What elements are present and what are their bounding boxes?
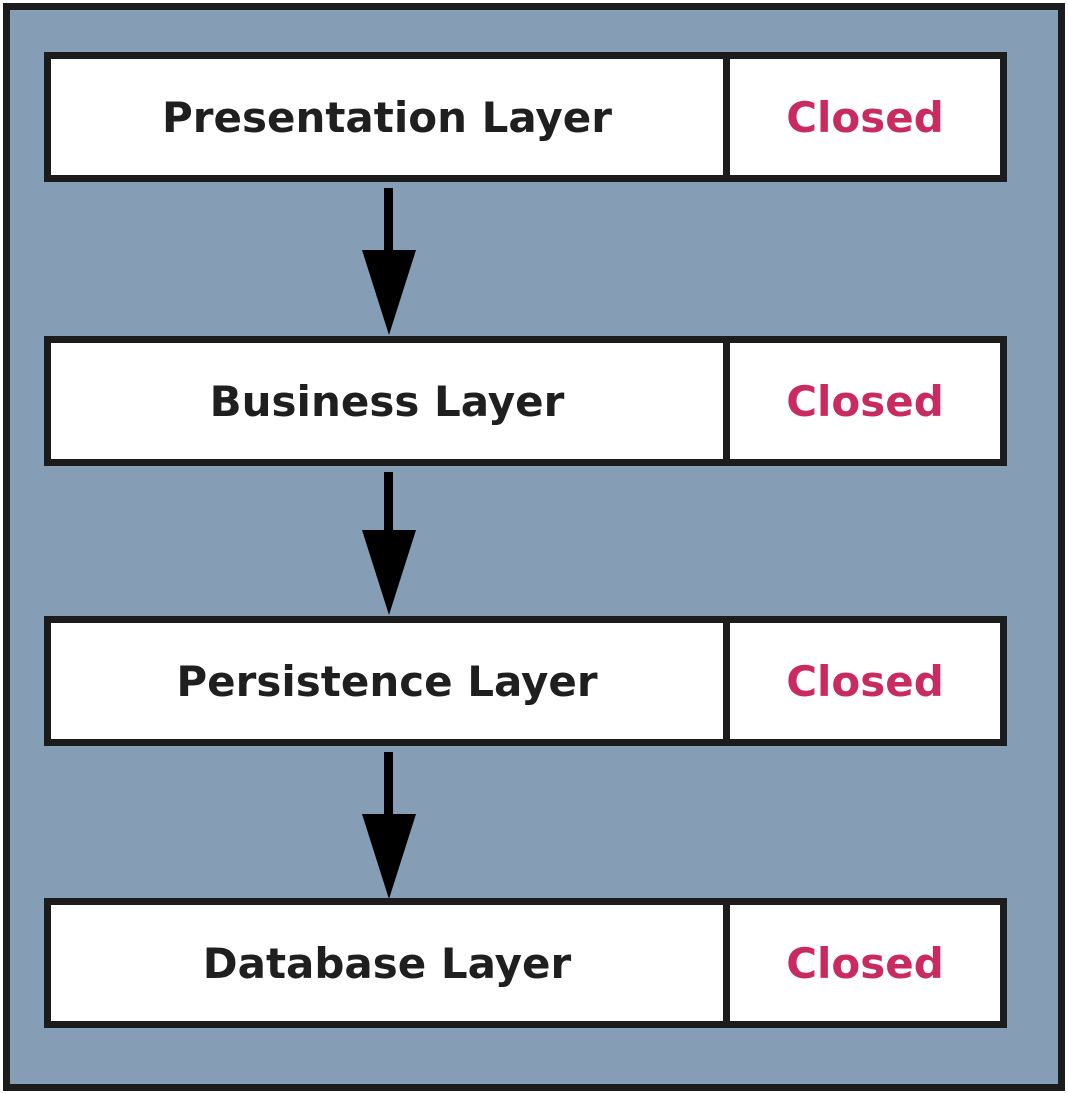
layer-name: Business Layer [209,376,565,426]
layer-divider [723,343,730,459]
layer-database: Database Layer Closed [44,898,1007,1028]
down-arrow-icon [360,752,420,902]
layer-status: Closed [786,92,944,142]
down-arrow-icon [360,472,420,617]
layer-persistence: Persistence Layer Closed [44,616,1007,746]
down-arrow-icon [360,188,420,338]
layer-divider [723,59,730,175]
layer-divider [723,623,730,739]
layer-name: Database Layer [202,938,572,988]
layer-name: Presentation Layer [161,92,613,142]
layer-status: Closed [786,376,944,426]
layer-presentation: Presentation Layer Closed [44,52,1007,182]
layer-name: Persistence Layer [176,656,598,706]
layer-status: Closed [786,938,944,988]
layer-business: Business Layer Closed [44,336,1007,466]
layer-divider [723,905,730,1021]
layer-status: Closed [786,656,944,706]
